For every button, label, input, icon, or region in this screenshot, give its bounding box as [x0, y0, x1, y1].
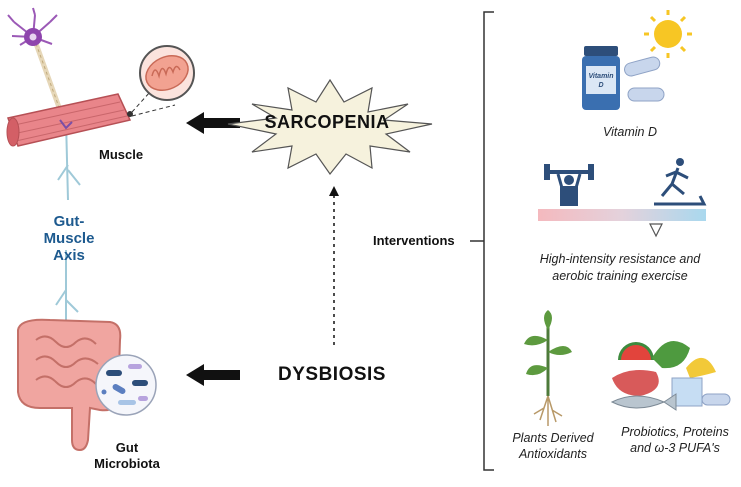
neuron-icon [7, 7, 68, 120]
probiotics-label: Probiotics, Proteins and ω-3 PUFA's [621, 425, 729, 455]
intestine-icon [17, 318, 122, 452]
fish-icon [610, 393, 677, 411]
capsule-icon [624, 56, 665, 102]
sun-icon [644, 10, 692, 58]
seesaw-beam [538, 209, 706, 221]
muscle-label: Muscle [99, 147, 144, 162]
plants-label: Plants Derived Antioxidants [512, 431, 594, 461]
sarcopenia-burst [227, 78, 433, 176]
bacteria-icon [95, 354, 157, 416]
arrow-to-microbiota [186, 364, 240, 386]
mitochondria-icon [139, 45, 195, 101]
sarcopenia-label: SARCOPENIA [264, 112, 390, 132]
gut-microbiota-label: Gut Microbiota [94, 440, 160, 471]
weightlifter-icon [544, 164, 594, 206]
muscle-icon [6, 91, 176, 147]
seesaw-icon [649, 223, 663, 238]
interventions-bracket [470, 11, 494, 471]
dysbiosis-label: DYSBIOSIS [278, 364, 386, 385]
vitamin-bottle-label: Vitamin D [588, 73, 614, 89]
treadmill-icon [654, 158, 707, 206]
dashed-arrow [329, 186, 339, 345]
arrow-to-muscle [186, 112, 240, 134]
exercise-label: High-intensity resistance and aerobic tr… [539, 252, 701, 283]
pill-bottle-icon [582, 46, 620, 110]
vitamin-d-label: Vitamin D [603, 125, 657, 139]
interventions-label: Interventions [373, 233, 455, 248]
gut-muscle-axis-label: Gut- Muscle Axis [43, 213, 95, 264]
plant-icon [524, 310, 572, 426]
food-icon [612, 340, 731, 407]
